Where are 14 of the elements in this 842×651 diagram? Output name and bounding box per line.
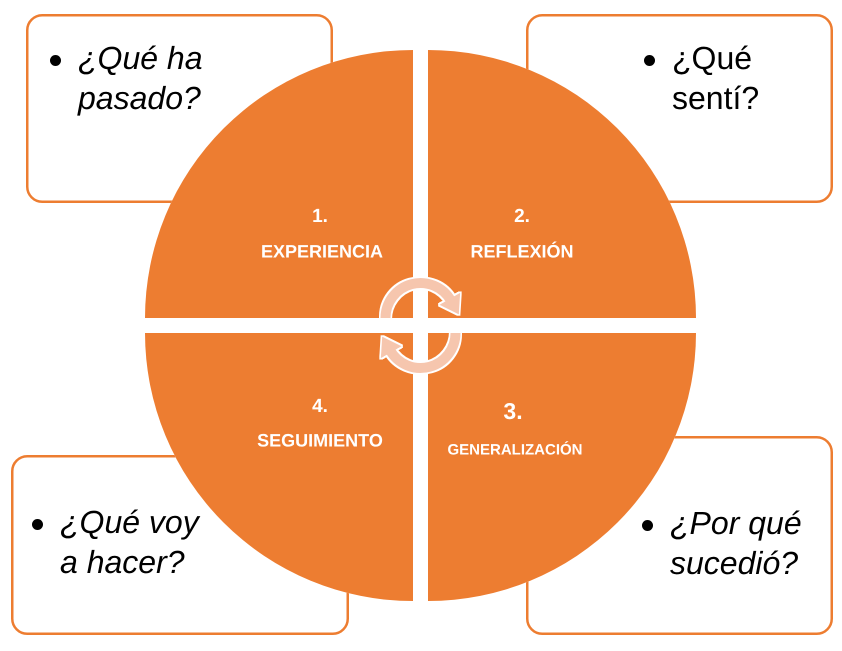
step-number: 1.: [312, 206, 328, 228]
question-text: ¿Qué voy a hacer?: [60, 503, 202, 582]
step-title: EXPERIENCIA: [260, 242, 384, 262]
step-number: 2.: [514, 206, 530, 228]
step-number: 3.: [503, 398, 523, 424]
curved-arrow: [381, 332, 460, 373]
step-title: GENERALIZACIÓN: [448, 441, 582, 459]
question-text: ¿Qué ha pasado?: [78, 39, 204, 118]
question-text: ¿Por qué sucedió?: [670, 504, 803, 583]
question-text: ¿Qué sentí?: [672, 39, 760, 118]
step-title: SEGUIMIENTO: [257, 430, 383, 452]
step-number: 4.: [312, 396, 328, 418]
step-title: REFLEXIÓN: [470, 242, 574, 262]
curved-arrow: [380, 278, 460, 318]
